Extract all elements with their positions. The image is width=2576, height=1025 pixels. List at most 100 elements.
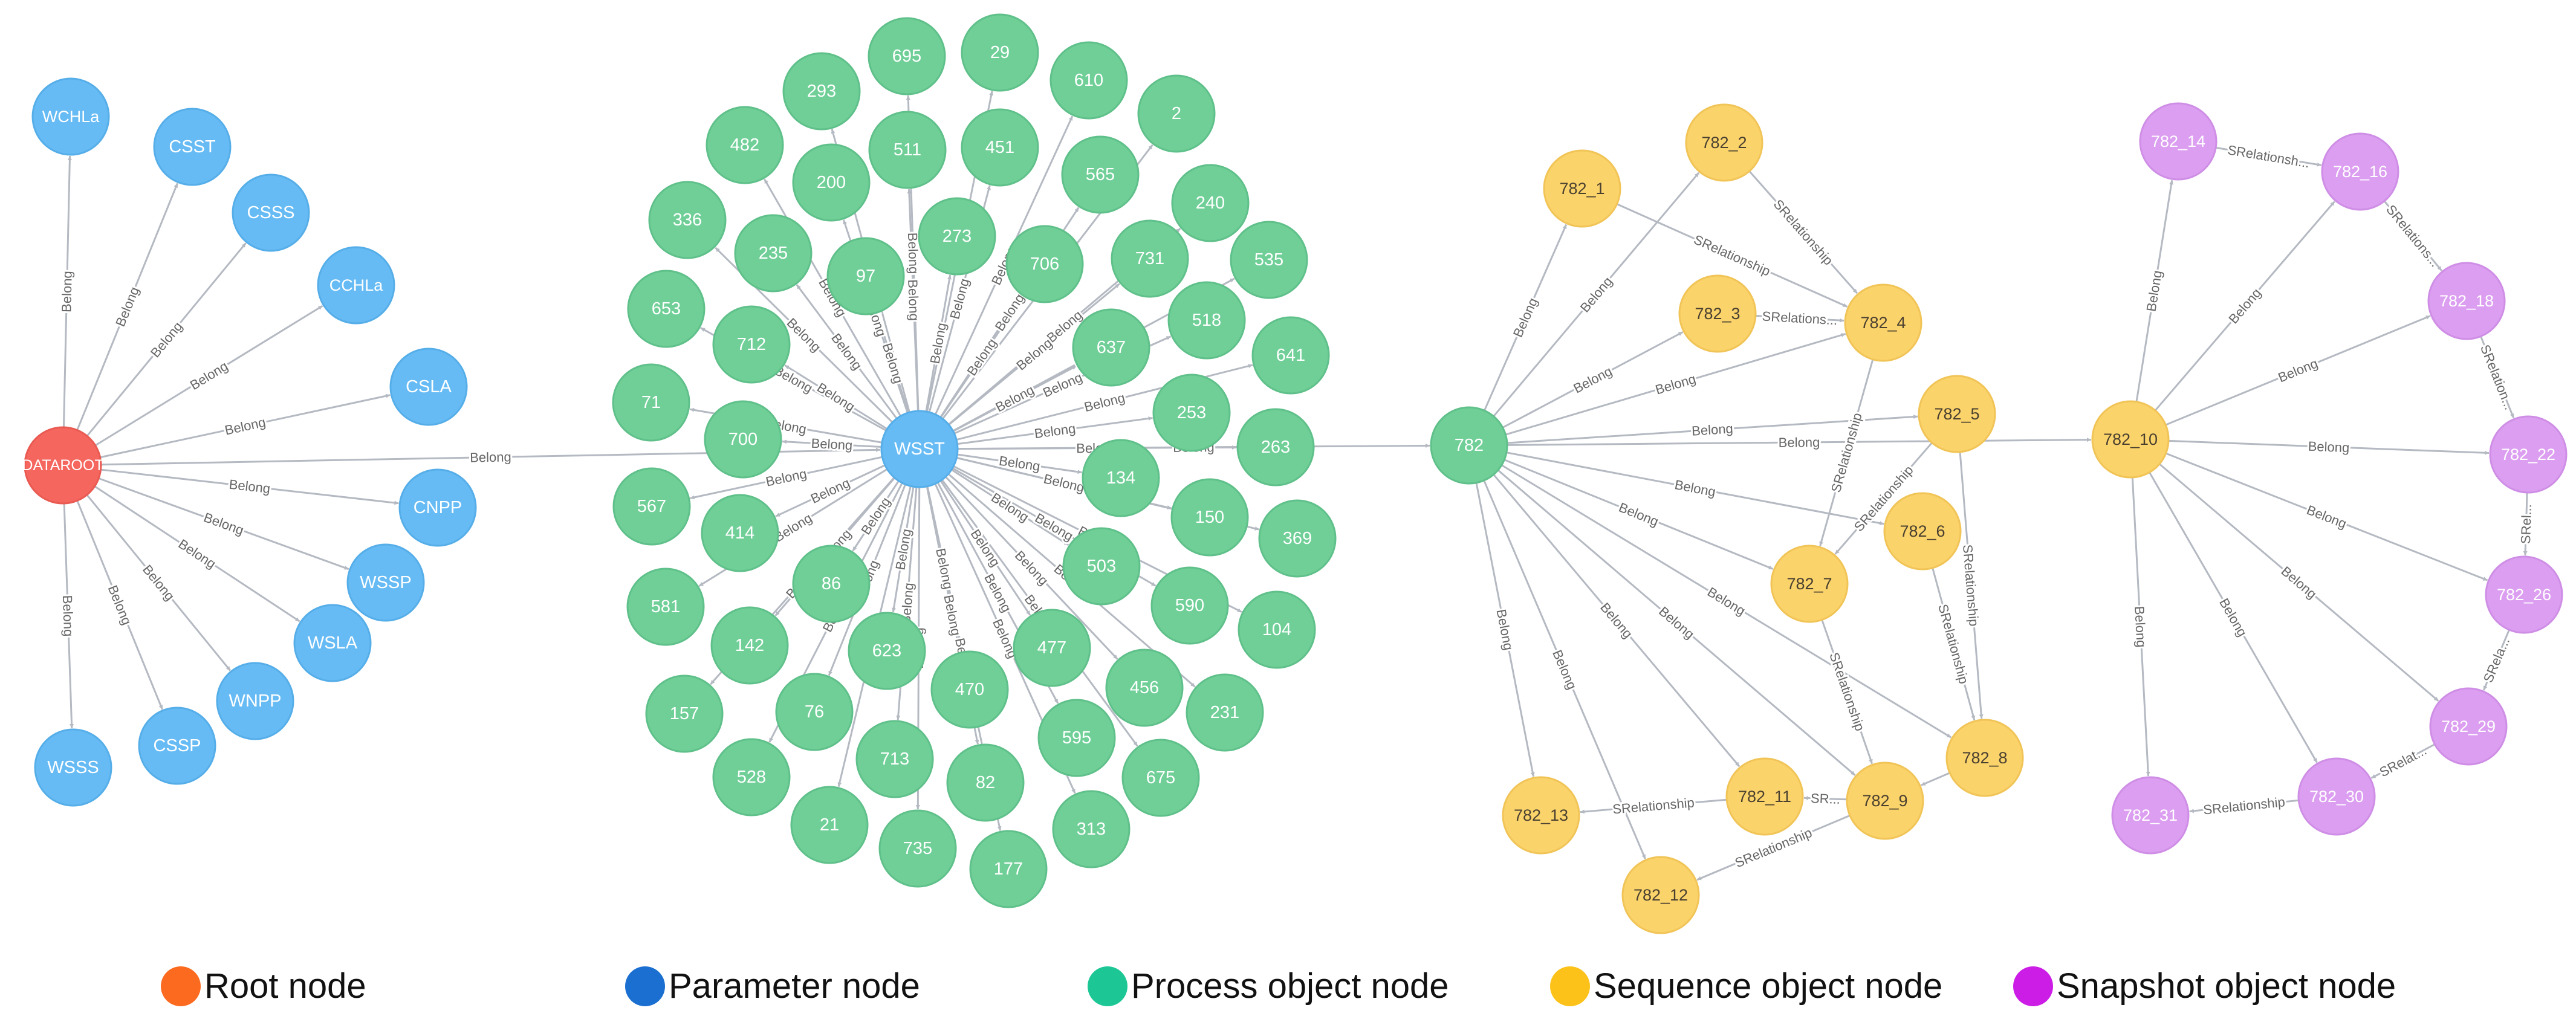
node-circle-782-30[interactable]	[2297, 757, 2376, 836]
node-circle-csla[interactable]	[389, 348, 468, 426]
node-641[interactable]: 641	[1251, 316, 1330, 395]
node-circle-253[interactable]	[1152, 373, 1231, 452]
node-cssp[interactable]: CSSP	[138, 707, 216, 785]
node-cchla[interactable]: CCHLa	[317, 246, 395, 325]
node-circle-csst[interactable]	[153, 108, 232, 186]
node-cnpp[interactable]: CNPP	[398, 468, 477, 547]
node-circle-782-8[interactable]	[1945, 719, 2024, 797]
node-circle-29[interactable]	[961, 13, 1039, 92]
node-circle-76[interactable]	[775, 673, 854, 751]
node-circle-528[interactable]	[712, 738, 791, 816]
node-336[interactable]: 336	[648, 181, 727, 259]
node-circle-470[interactable]	[930, 650, 1009, 729]
node-263[interactable]: 263	[1236, 408, 1315, 487]
node-518[interactable]: 518	[1167, 281, 1246, 360]
node-circle-177[interactable]	[969, 830, 1048, 908]
node-circle-590[interactable]	[1150, 566, 1229, 645]
node-circle-782-29[interactable]	[2429, 687, 2508, 766]
node-circle-200[interactable]	[792, 143, 871, 222]
node-wsst[interactable]: WSST	[880, 410, 959, 488]
node-circle-293[interactable]	[782, 52, 861, 131]
node-circle-wsss[interactable]	[34, 728, 112, 807]
node-circle-263[interactable]	[1236, 408, 1315, 487]
node-782-8[interactable]: 782_8	[1945, 719, 2024, 797]
node-782-9[interactable]: 782_9	[1846, 761, 1924, 840]
node-circle-782-16[interactable]	[2321, 132, 2399, 211]
node-circle-782-22[interactable]	[2489, 415, 2568, 494]
node-circle-782-5[interactable]	[1918, 375, 1996, 453]
node-circle-104[interactable]	[1238, 590, 1316, 669]
node-610[interactable]: 610	[1050, 41, 1128, 120]
node-782-30[interactable]: 782_30	[2297, 757, 2376, 836]
node-511[interactable]: 511	[868, 111, 947, 189]
node-wsss[interactable]: WSSS	[34, 728, 112, 807]
node-circle-235[interactable]	[734, 214, 813, 293]
node-circle-cssp[interactable]	[138, 707, 216, 785]
node-circle-wchla[interactable]	[31, 77, 110, 156]
node-circle-csss[interactable]	[232, 173, 310, 252]
node-circle-782-2[interactable]	[1685, 103, 1763, 182]
node-76[interactable]: 76	[775, 673, 854, 751]
node-circle-782-1[interactable]	[1543, 149, 1621, 228]
node-circle-595[interactable]	[1037, 699, 1116, 777]
node-565[interactable]: 565	[1061, 135, 1140, 214]
node-782-13[interactable]: 782_13	[1502, 776, 1580, 855]
node-503[interactable]: 503	[1062, 527, 1141, 606]
node-circle-cnpp[interactable]	[398, 468, 477, 547]
node-circle-782-10[interactable]	[2091, 400, 2170, 479]
node-782-16[interactable]: 782_16	[2321, 132, 2399, 211]
node-circle-535[interactable]	[1230, 221, 1308, 299]
node-circle-369[interactable]	[1258, 499, 1337, 578]
node-782-26[interactable]: 782_26	[2485, 555, 2563, 634]
node-731[interactable]: 731	[1111, 219, 1189, 298]
node-circle-2[interactable]	[1137, 74, 1216, 153]
node-wnpp[interactable]: WNPP	[216, 662, 294, 740]
node-675[interactable]: 675	[1121, 739, 1200, 817]
node-482[interactable]: 482	[706, 106, 784, 184]
node-circle-414[interactable]	[701, 494, 779, 572]
node-circle-675[interactable]	[1121, 739, 1200, 817]
node-circle-456[interactable]	[1105, 648, 1184, 727]
node-wssp[interactable]: WSSP	[346, 543, 425, 622]
node-782-6[interactable]: 782_6	[1883, 492, 1962, 571]
node-451[interactable]: 451	[961, 108, 1039, 187]
node-circle-782-4[interactable]	[1844, 283, 1922, 362]
node-456[interactable]: 456	[1105, 648, 1184, 727]
node-circle-782[interactable]	[1430, 406, 1508, 485]
node-177[interactable]: 177	[969, 830, 1048, 908]
node-circle-451[interactable]	[961, 108, 1039, 187]
node-circle-511[interactable]	[868, 111, 947, 189]
node-circle-695[interactable]	[868, 17, 946, 95]
node-circle-782-18[interactable]	[2427, 262, 2506, 340]
node-29[interactable]: 29	[961, 13, 1039, 92]
node-782-2[interactable]: 782_2	[1685, 103, 1763, 182]
node-782-3[interactable]: 782_3	[1678, 274, 1757, 353]
node-circle-782-3[interactable]	[1678, 274, 1757, 353]
node-157[interactable]: 157	[645, 674, 724, 753]
node-circle-712[interactable]	[712, 305, 791, 384]
node-782-12[interactable]: 782_12	[1621, 856, 1700, 934]
node-782-1[interactable]: 782_1	[1543, 149, 1621, 228]
node-782-29[interactable]: 782_29	[2429, 687, 2508, 766]
node-circle-623[interactable]	[848, 612, 926, 690]
node-circle-dataroot[interactable]	[24, 426, 102, 505]
node-782-18[interactable]: 782_18	[2427, 262, 2506, 340]
node-circle-731[interactable]	[1111, 219, 1189, 298]
node-313[interactable]: 313	[1052, 790, 1131, 868]
node-circle-700[interactable]	[704, 400, 782, 479]
node-104[interactable]: 104	[1238, 590, 1316, 669]
node-circle-735[interactable]	[878, 809, 957, 888]
node-circle-477[interactable]	[1013, 609, 1091, 687]
node-235[interactable]: 235	[734, 214, 813, 293]
node-circle-313[interactable]	[1052, 790, 1131, 868]
node-circle-782-13[interactable]	[1502, 776, 1580, 855]
node-706[interactable]: 706	[1005, 225, 1084, 303]
node-134[interactable]: 134	[1082, 439, 1160, 517]
node-circle-565[interactable]	[1061, 135, 1140, 214]
node-713[interactable]: 713	[855, 720, 934, 798]
node-circle-273[interactable]	[918, 197, 996, 276]
node-735[interactable]: 735	[878, 809, 957, 888]
node-circle-wsla[interactable]	[293, 604, 372, 682]
node-circle-82[interactable]	[946, 743, 1025, 822]
node-circle-782-9[interactable]	[1846, 761, 1924, 840]
